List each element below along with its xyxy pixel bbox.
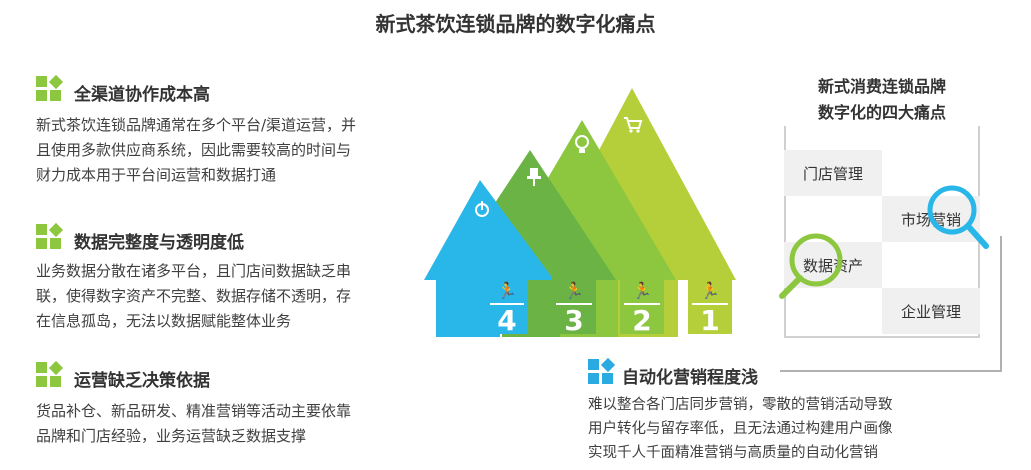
arrow-4-label: 🏃 4 (486, 276, 528, 337)
section-title: 运营缺乏决策依据 (74, 371, 210, 391)
power-icon (475, 201, 489, 217)
section-title: 全渠道协作成本高 (74, 85, 210, 105)
pain-cell-store: 门店管理 (784, 150, 882, 196)
section-body: 货品补仓、新品研发、精准营销等活动主要依靠 品牌和门店经验，业务运营缺乏数据支撑 (36, 399, 351, 449)
section-line: 难以整合各门店同步营销，零散的营销活动导致 (588, 397, 893, 413)
section-line: 在信息孤岛，无法以数据赋能整体业务 (36, 312, 292, 330)
grid-diamond-icon (588, 357, 616, 385)
arrow-2-label: 🏃 2 (620, 276, 664, 337)
bulb-icon (575, 135, 589, 153)
arrow-number: 2 (632, 304, 651, 337)
connector-vertical (1000, 236, 1002, 372)
section-line: 且使用多款供应商系统，因此需要较高的时间与 (36, 141, 352, 159)
svg-text:🏃: 🏃 (497, 281, 517, 300)
section-line: 新式茶饮连锁品牌通常在多个平台/渠道运营，并 (36, 116, 357, 134)
section-body: 新式茶饮连锁品牌通常在多个平台/渠道运营，并 且使用多款供应商系统，因此需要较高… (36, 113, 356, 188)
grid-diamond-icon (36, 360, 64, 388)
arrows-overlay: 🏃 4 🏃 3 🏃 2 🏃 1 (420, 80, 760, 350)
grid-diamond-icon (36, 222, 64, 250)
section-line: 货品补仓、新品研发、精准营销等活动主要依靠 (36, 402, 352, 420)
arrow-number: 3 (564, 304, 583, 337)
arrow-3-shape (444, 150, 616, 337)
svg-text:🏃: 🏃 (700, 281, 720, 300)
section-line: 财力成本用于平台间运营和数据打通 (36, 166, 277, 184)
magnifier-blue-icon (927, 185, 989, 249)
arrow-2-shape (488, 120, 676, 337)
magnifier-overlay (779, 185, 989, 299)
svg-text:🏃: 🏃 (564, 281, 584, 300)
svg-text:🏃: 🏃 (632, 281, 652, 300)
pain-cell-enterprise: 企业管理 (882, 288, 980, 334)
grid-diamond-icon (36, 74, 64, 102)
arrow-4-shape (424, 180, 554, 337)
pin-icon (527, 168, 541, 186)
pain-box-heading: 新式消费连锁品牌 数字化的四大痛点 (780, 74, 984, 126)
magnifier-green-icon (779, 233, 843, 299)
connector-horizontal (780, 370, 1002, 372)
section-line: 业务数据分散在诸多平台，且门店间数据缺乏串 (36, 262, 352, 280)
arrow-number: 1 (700, 304, 719, 337)
page-title: 新式茶饮连锁品牌的数字化痛点 (375, 12, 656, 36)
section-title: 自动化营销程度浅 (622, 368, 758, 388)
section-line: 联，使得数字资产不完整、数据存储不透明，存 (36, 287, 352, 305)
section-line: 用户转化与留存率低，且无法通过构建用户画像 (588, 421, 893, 437)
section-title: 数据完整度与透明度低 (74, 233, 244, 253)
arrow-3-label: 🏃 3 (552, 276, 596, 337)
section-line: 品牌和门店经验，业务运营缺乏数据支撑 (36, 427, 307, 445)
pain-box-heading-line: 新式消费连锁品牌 (817, 77, 946, 96)
arrow-number: 4 (497, 304, 516, 337)
section-line: 实现千人千面精准营销与高质量的自动化营销 (588, 445, 878, 461)
cart-icon (624, 117, 643, 133)
section-body: 业务数据分散在诸多平台，且门店间数据缺乏串 联，使得数字资产不完整、数据存储不透… (36, 259, 351, 334)
section-body: 难以整合各门店同步营销，零散的营销活动导致 用户转化与留存率低，且无法通过构建用… (588, 393, 893, 465)
arrow-1-label: 🏃 1 (688, 276, 732, 337)
pain-box-heading-line: 数字化的四大痛点 (817, 103, 946, 122)
